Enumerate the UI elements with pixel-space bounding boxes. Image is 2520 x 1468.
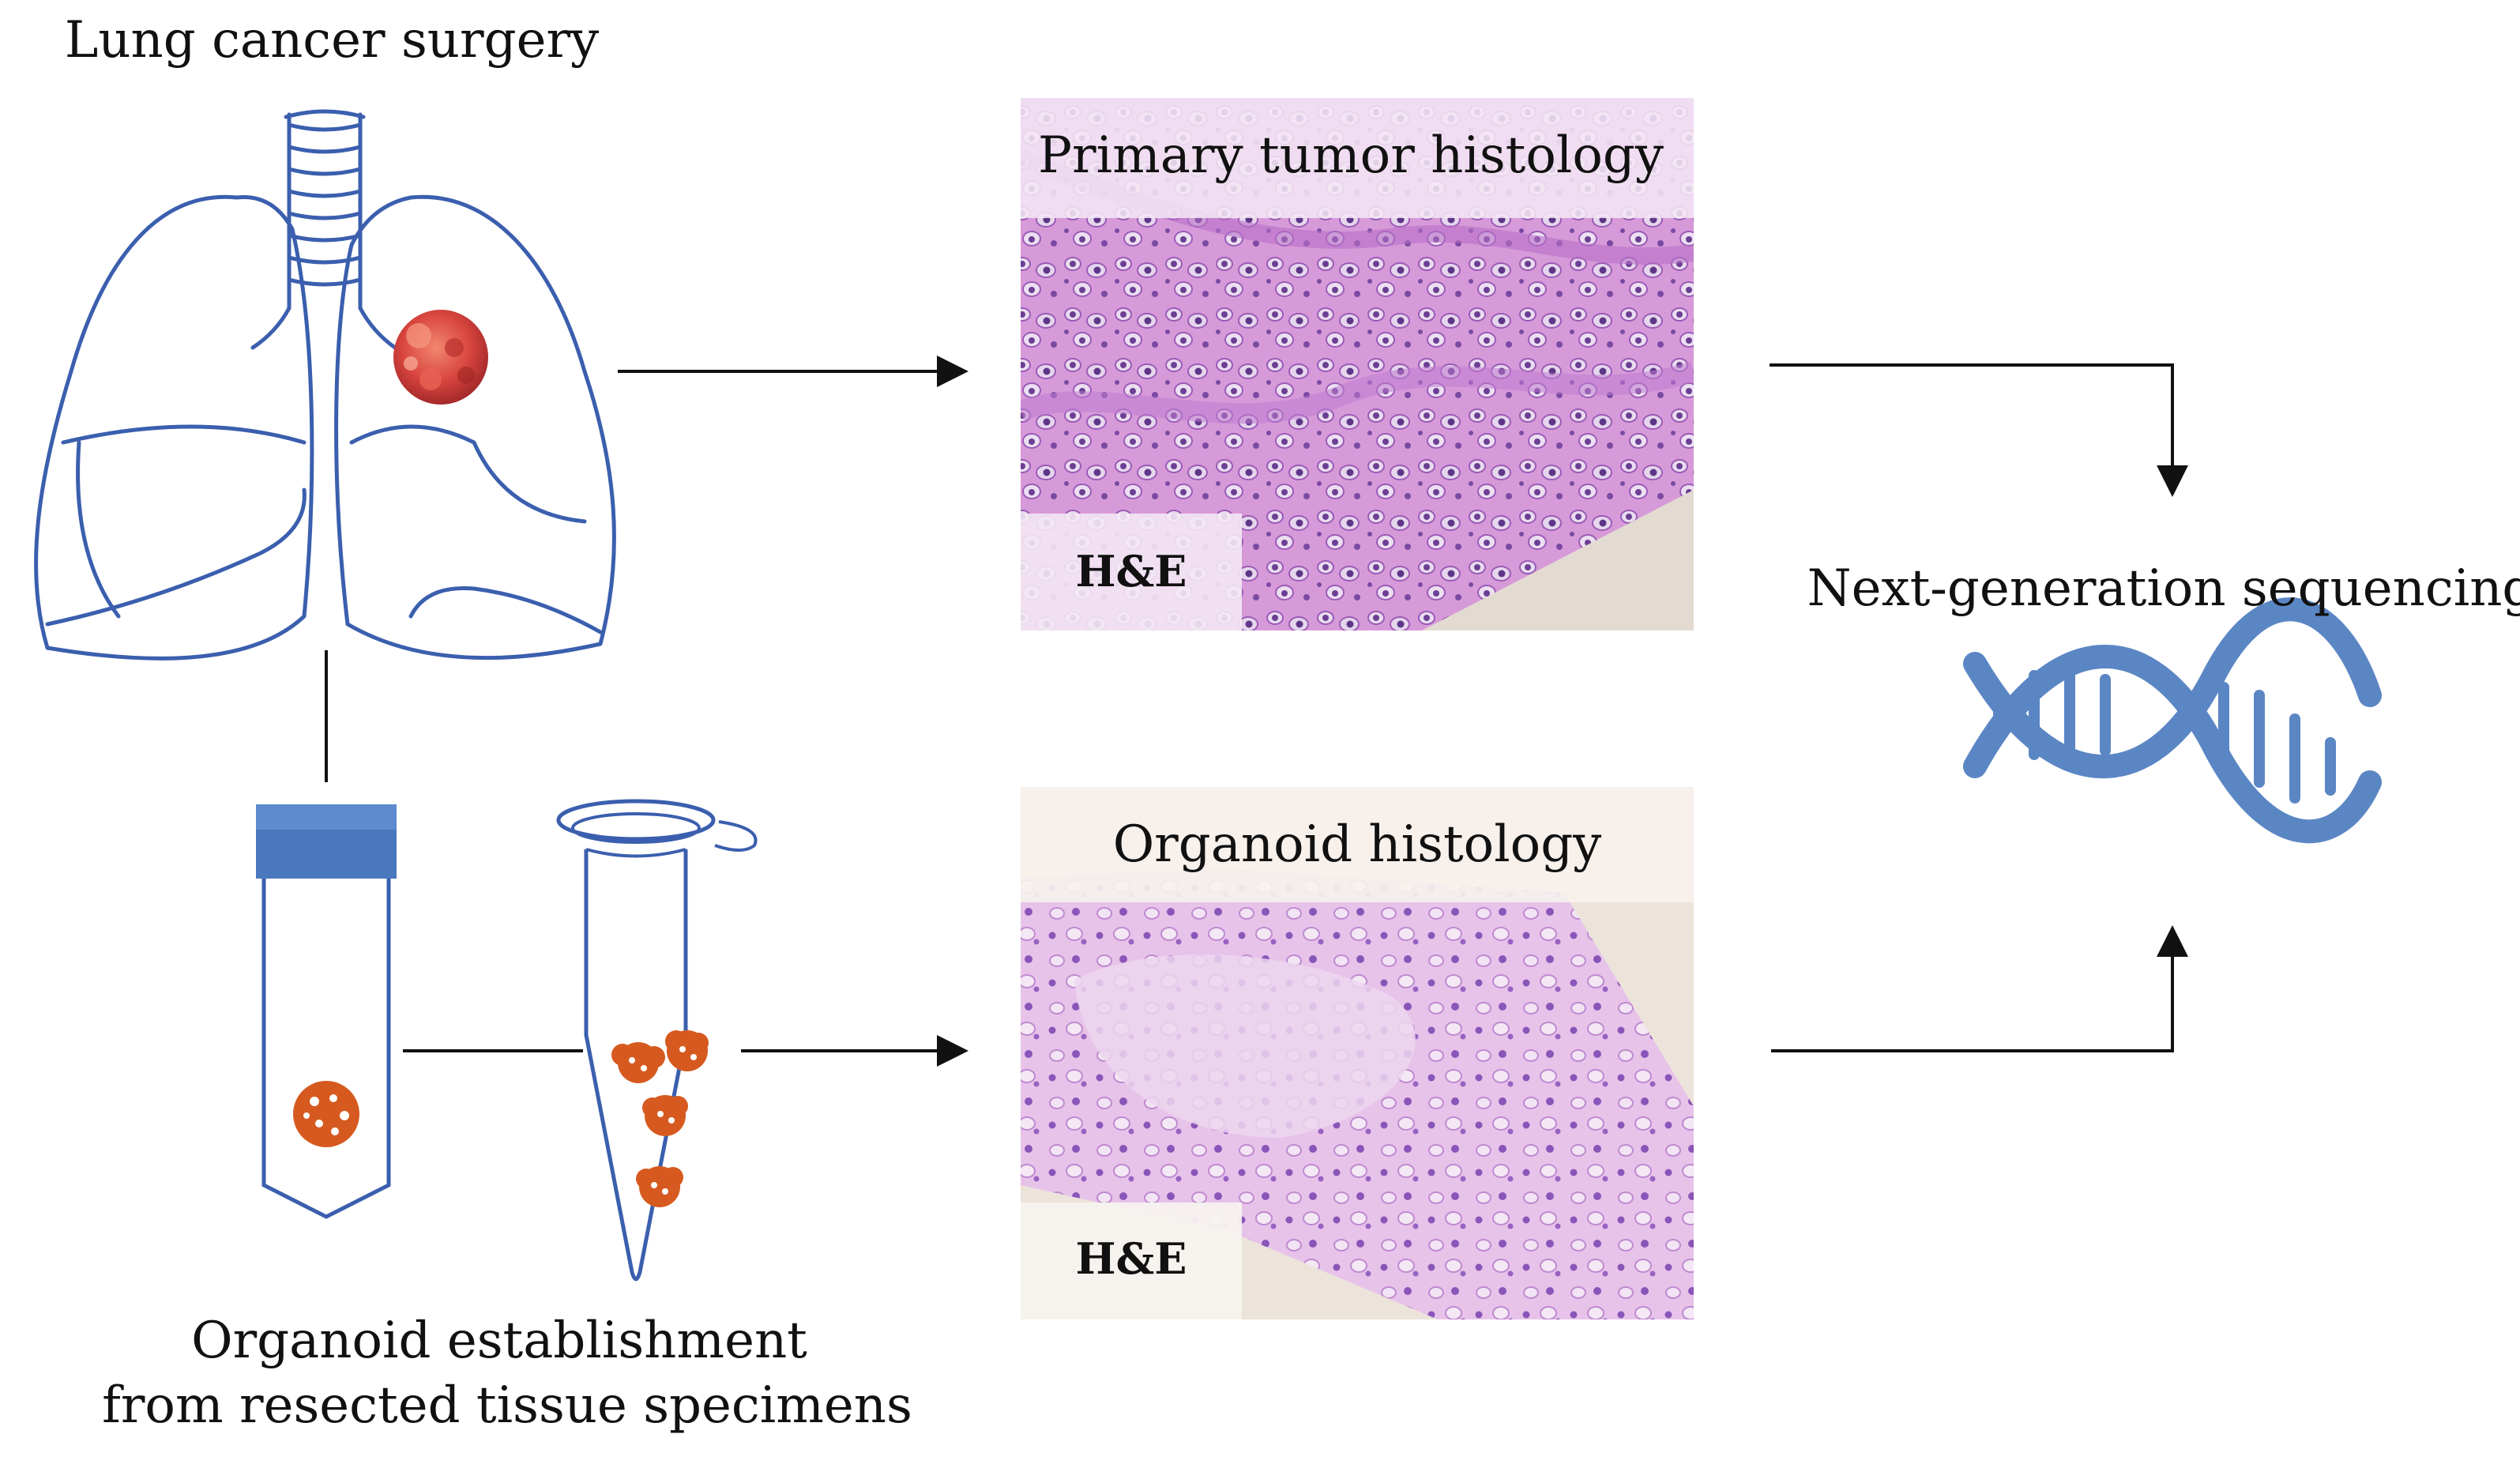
organoid-to-ngs-arrow	[1771, 925, 2188, 1052]
primary-histology-title: Primary tumor histology	[1038, 126, 1664, 185]
lungs-icon	[34, 109, 616, 661]
primary-histology-panel	[1021, 98, 1694, 630]
dna-helix-icon	[1963, 597, 2382, 844]
establishment-label-line2: from resected tissue specimens	[102, 1376, 912, 1435]
organoid-stain-label: H&E	[1076, 1233, 1187, 1284]
organoid-histology-title: Organoid histology	[1113, 815, 1602, 874]
surgery-label: Lung cancer surgery	[65, 11, 599, 70]
tumor-icon	[393, 310, 488, 405]
microcentrifuge-tube-icon	[556, 799, 758, 1282]
ngs-label: Next-generation sequencing	[1807, 559, 2520, 618]
primary-to-ngs-arrow	[1770, 363, 2188, 497]
flow-connectors	[325, 356, 2188, 1067]
establishment-label-line1: Organoid establishment	[191, 1312, 807, 1370]
organoid-histology-panel	[1021, 787, 1694, 1319]
organoid-cluster-icon	[293, 1081, 359, 1147]
conical-tube-icon	[256, 804, 397, 1219]
primary-stain-label: H&E	[1076, 546, 1187, 597]
